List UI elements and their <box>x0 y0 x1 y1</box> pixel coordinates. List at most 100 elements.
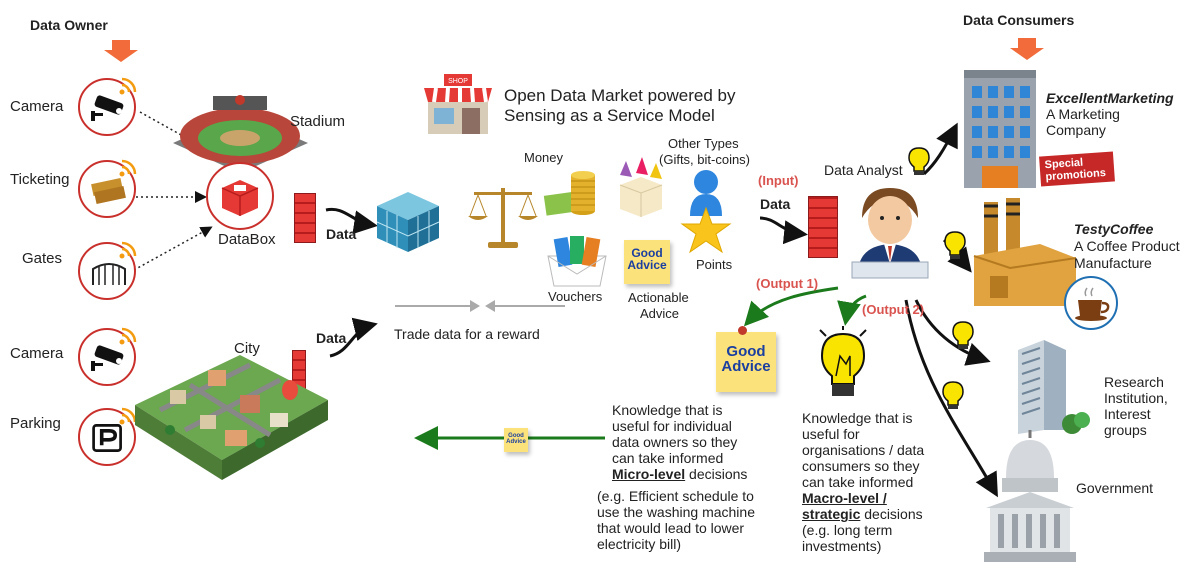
data-analyst-icon <box>851 188 929 279</box>
databox-node <box>206 162 274 230</box>
micro-example-line: electricity bill) <box>597 536 682 552</box>
wifi-signal-icon <box>119 241 137 259</box>
small-lightbulb-icon <box>942 381 964 409</box>
databox-label: DataBox <box>218 231 276 248</box>
consumer-down-arrow <box>1010 38 1044 60</box>
coffee-desc-1: A Coffee Product <box>1074 238 1180 254</box>
data-analyst-label: Data Analyst <box>824 162 903 178</box>
macro-example-line: (e.g. long term <box>802 522 893 538</box>
government-label: Government <box>1076 480 1154 496</box>
stadium-illustration <box>173 95 308 173</box>
money-icon <box>543 171 595 216</box>
camera-label-2: Camera <box>10 345 64 362</box>
good-advice-sticky-tiny: Good Advice <box>504 428 528 452</box>
shop-icon: SHOP <box>424 74 492 134</box>
research-text-line: Interest <box>1104 406 1151 422</box>
good-advice-sticky-large: Good Advice <box>716 332 776 392</box>
gate-icon <box>92 263 126 285</box>
camera-node-1 <box>78 77 137 136</box>
research-building-icon <box>1018 340 1090 434</box>
pushpin-icon <box>738 326 747 335</box>
data-consumers-header: Data Consumers <box>963 12 1075 28</box>
stadium-label: Stadium <box>290 113 346 130</box>
coffee-cup-icon <box>1075 287 1110 321</box>
output1-arrow <box>743 286 839 327</box>
micro-example-line: (e.g. Efficient schedule to <box>597 488 754 504</box>
macro-text-rest: decisions <box>860 506 923 522</box>
micro-text-line: data owners so they <box>612 434 738 450</box>
money-label: Money <box>524 150 564 165</box>
small-lightbulb-icon <box>944 231 966 259</box>
micro-text-line: Knowledge that is <box>612 402 723 418</box>
data-arrow-1 <box>325 207 378 235</box>
data-owner-header: Data Owner <box>30 17 108 33</box>
other-types-label-2: (Gifts, bit-coins) <box>659 152 751 167</box>
gates-label: Gates <box>22 250 63 267</box>
macro-text-line: consumers so they <box>802 458 920 474</box>
government-building-icon <box>984 430 1076 562</box>
data-label-2: Data <box>316 330 347 346</box>
macro-text-line: can take informed <box>802 474 914 490</box>
city-illustration <box>135 355 328 480</box>
research-text-line: Institution, <box>1104 390 1168 406</box>
good-advice-text: Advice <box>506 439 526 445</box>
micro-text-line: useful for individual <box>612 418 732 434</box>
gates-to-databox-link <box>133 226 213 271</box>
output1-label: (Output 1) <box>756 276 819 291</box>
wifi-signal-icon <box>119 159 137 177</box>
macro-example-line: investments) <box>802 538 882 554</box>
micro-level-keyword: Micro-level <box>612 466 686 482</box>
macro-text-line: Macro-level / <box>802 490 924 506</box>
coffee-cup-badge <box>1064 276 1118 330</box>
small-lightbulb-icon <box>908 147 930 175</box>
good-advice-text: Good <box>508 433 524 439</box>
balance-scale-icon <box>468 188 538 248</box>
points-star-icon <box>680 170 732 254</box>
good-advice-text: Good <box>726 343 766 360</box>
to-marketing-arrow <box>922 122 958 176</box>
databox-icon <box>221 180 259 216</box>
output2-label: (Output 2) <box>862 302 925 317</box>
wifi-signal-icon <box>119 327 137 345</box>
firewall-icon <box>808 196 838 258</box>
good-advice-text: Advice <box>721 358 771 375</box>
vouchers-label: Vouchers <box>548 289 603 304</box>
macro-text-line: useful for <box>802 426 860 442</box>
research-label: Research Institution, Interest groups <box>1104 374 1168 438</box>
small-lightbulb-icon <box>952 321 974 349</box>
data-arrow-3 <box>759 216 808 245</box>
trade-label: Trade data for a reward <box>394 326 540 342</box>
micro-text-rest: decisions <box>685 466 748 482</box>
input-label: (Input) <box>758 173 799 188</box>
macro-text-line: organisations / data <box>802 442 925 458</box>
parking-node <box>78 407 137 466</box>
city-label: City <box>234 340 260 357</box>
marketing-desc-2: Company <box>1046 122 1106 138</box>
marketing-company-name: ExcellentMarketing <box>1046 90 1174 106</box>
special-promotions-tag: Special promotions <box>1039 151 1115 187</box>
micro-example-line: use the washing machine <box>597 504 755 520</box>
camera-node-2 <box>78 327 137 386</box>
vouchers-icon <box>547 236 607 287</box>
data-cube-icon <box>376 192 440 252</box>
good-advice-text: Advice <box>627 258 667 272</box>
micro-text-line: Micro-level decisions <box>612 466 747 482</box>
coffee-desc-2: Manufacture <box>1074 255 1152 271</box>
micro-level-description: Knowledge that is useful for individual … <box>612 402 747 482</box>
good-advice-text: Good <box>631 246 663 260</box>
cctv-camera-icon <box>91 345 124 371</box>
market-title-line1: Open Data Market powered by <box>504 86 736 105</box>
other-types-label-1: Other Types <box>668 136 739 151</box>
micro-example-line: that would lead to lower <box>597 520 745 536</box>
points-label: Points <box>696 257 733 272</box>
strategic-keyword: strategic <box>802 506 861 522</box>
output2-arrow <box>837 294 867 326</box>
owner-down-arrow <box>104 40 138 62</box>
firewall-icon <box>294 193 316 243</box>
research-text-line: Research <box>1104 374 1164 390</box>
wifi-signal-icon <box>119 77 137 95</box>
actionable-label-2: Advice <box>640 306 680 321</box>
trade-arrows <box>395 300 565 312</box>
to-research-arrow <box>914 299 991 366</box>
micro-text-line: can take informed <box>612 450 724 466</box>
